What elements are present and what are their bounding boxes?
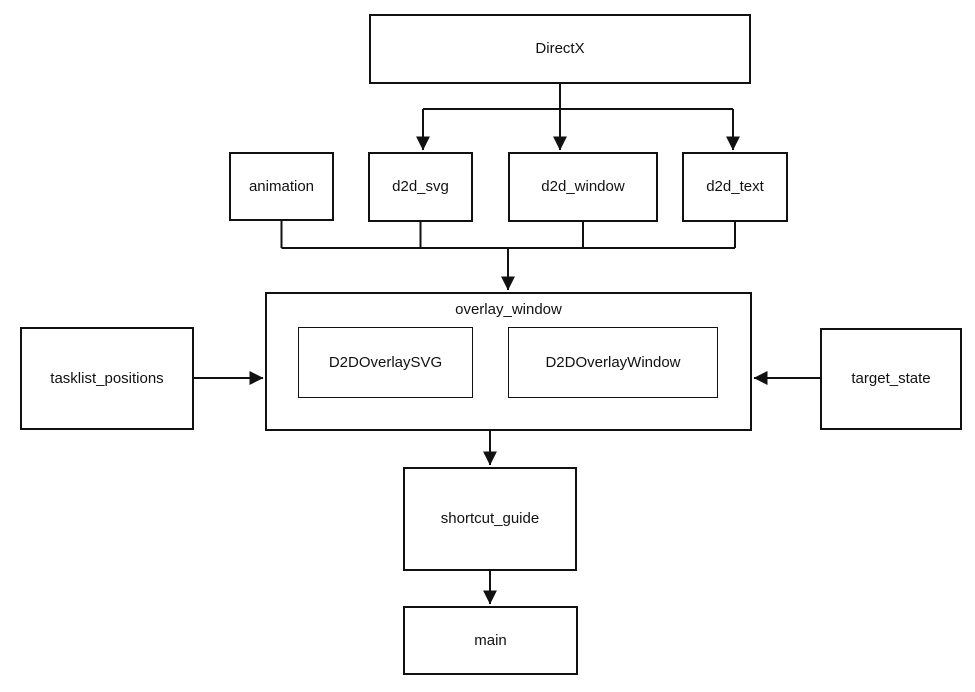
node-animation: animation (229, 152, 334, 221)
node-d2d-overlay-window: D2DOverlayWindow (508, 327, 718, 398)
node-overlay-window-label: overlay_window (455, 301, 562, 318)
node-d2d-overlay-svg-label: D2DOverlaySVG (328, 353, 443, 371)
node-main-label: main (474, 631, 507, 649)
node-target-state-label: target_state (851, 370, 931, 387)
node-shortcut-guide: shortcut_guide (403, 467, 577, 571)
node-shortcut-guide-label: shortcut_guide (440, 510, 540, 527)
node-tasklist-positions: tasklist_positions (20, 327, 194, 430)
node-d2d-window: d2d_window (508, 152, 658, 222)
node-d2d-text: d2d_text (682, 152, 788, 222)
node-d2d-window-label: d2d_window (541, 178, 625, 195)
node-main: main (403, 606, 578, 675)
node-d2d-text-label: d2d_text (706, 178, 764, 195)
node-directx: DirectX (369, 14, 751, 84)
node-directx-label: DirectX (535, 40, 585, 57)
node-d2d-svg-label: d2d_svg (392, 178, 449, 195)
node-tasklist-positions-label: tasklist_positions (50, 369, 164, 387)
node-animation-label: animation (248, 177, 315, 195)
node-target-state: target_state (820, 328, 962, 430)
node-d2d-overlay-window-label: D2DOverlayWindow (545, 353, 681, 371)
node-d2d-svg: d2d_svg (368, 152, 473, 222)
node-d2d-overlay-svg: D2DOverlaySVG (298, 327, 473, 398)
